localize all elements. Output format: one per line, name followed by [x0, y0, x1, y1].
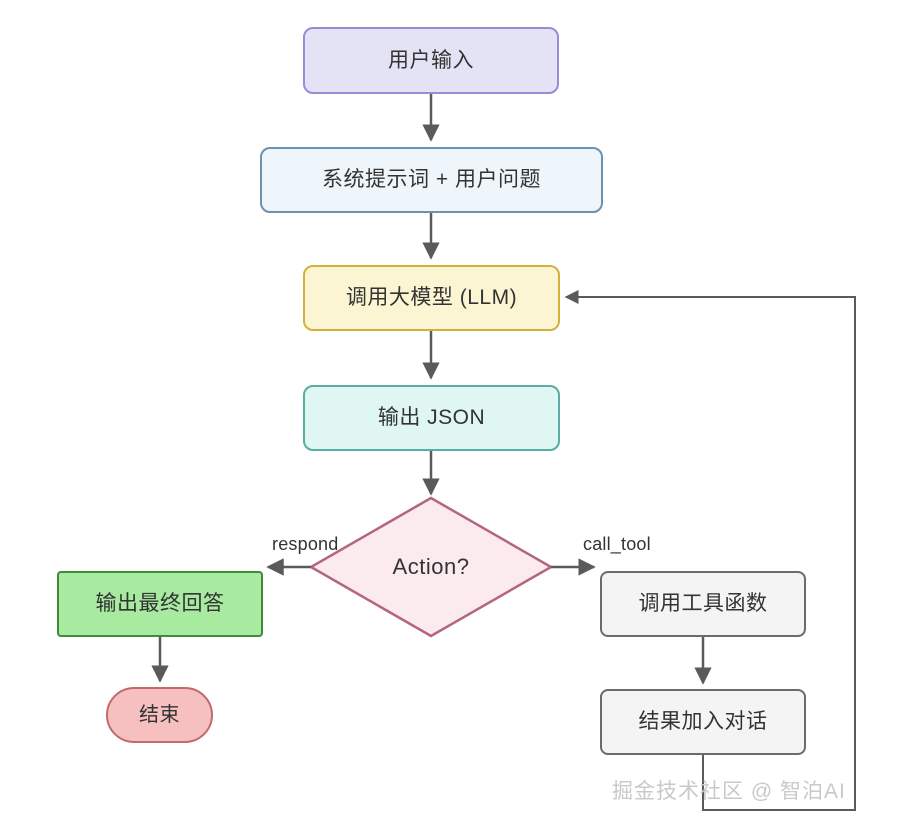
node-output-json[interactable]: 输出 JSON	[303, 385, 560, 451]
node-call-tool-function-label: 调用工具函数	[638, 592, 768, 616]
node-output-json-label: 输出 JSON	[377, 406, 486, 430]
edge-label-respond: respond	[272, 534, 339, 554]
node-end-label: 结束	[139, 704, 180, 726]
node-system-prompt-label: 系统提示词 + 用户问题	[322, 168, 541, 192]
node-decision-action[interactable]: Action?	[311, 498, 551, 636]
node-merge-result-label: 结果加入对话	[638, 710, 768, 734]
decision-diamond-shape	[308, 496, 554, 638]
node-call-llm[interactable]: 调用大模型 (LLM)	[303, 265, 560, 331]
node-user-input[interactable]: 用户输入	[303, 27, 559, 94]
node-final-answer-label: 输出最终回答	[95, 592, 225, 616]
node-user-input-label: 用户输入	[388, 48, 474, 72]
node-system-prompt[interactable]: 系统提示词 + 用户问题	[260, 147, 603, 213]
node-decision-action-label: Action?	[392, 553, 470, 579]
node-final-answer[interactable]: 输出最终回答	[57, 571, 263, 637]
edge-label-call-tool: call_tool	[583, 534, 651, 554]
node-end[interactable]: 结束	[106, 687, 213, 743]
watermark-text: 掘金技术社区 @ 智泊AI	[612, 780, 846, 803]
node-merge-result[interactable]: 结果加入对话	[600, 689, 806, 755]
node-call-llm-label: 调用大模型 (LLM)	[345, 286, 518, 310]
node-call-tool-function[interactable]: 调用工具函数	[600, 571, 806, 637]
edge-merge-to-llm-loop	[564, 290, 856, 811]
